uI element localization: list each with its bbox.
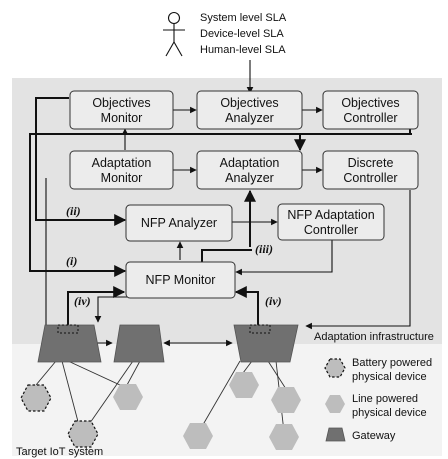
line-device-1-icon	[113, 384, 143, 410]
objectives-monitor-box: Objectives Monitor	[69, 90, 174, 130]
adaptation-monitor-line1: Adaptation	[92, 156, 152, 170]
adaptation-analyzer-box: Adaptation Analyzer	[196, 150, 303, 190]
battery-device-1-icon	[20, 384, 52, 412]
nfp-analyzer-label: NFP Analyzer	[141, 216, 217, 230]
adaptation-analyzer-line2: Analyzer	[225, 171, 274, 185]
path-label-ii: (ii)	[66, 204, 81, 218]
gateway-2-icon	[113, 324, 165, 363]
objectives-analyzer-line2: Analyzer	[225, 111, 274, 125]
legend-battery-icon	[324, 358, 346, 378]
connectors	[29, 60, 412, 347]
line-device-3-icon	[229, 372, 259, 398]
adaptation-monitor-box: Adaptation Monitor	[69, 150, 174, 190]
line-device-2-icon	[183, 423, 213, 449]
target-system-label: Target IoT system	[16, 446, 103, 458]
legend-gateway-label: Gateway	[352, 430, 396, 442]
battery-device-2-icon	[67, 420, 99, 448]
sla-system: System level SLA	[200, 12, 287, 24]
nfp-adaptation-controller-line2: Controller	[304, 223, 358, 237]
discrete-controller-box: Discrete Controller	[322, 150, 419, 190]
objectives-controller-line1: Objectives	[341, 96, 399, 110]
adaptation-monitor-line2: Monitor	[101, 171, 143, 185]
gateway-1-agent-port	[57, 324, 79, 334]
legend-line-line1: Line powered	[352, 393, 418, 405]
gateway-3-agent-port	[249, 324, 271, 334]
nfp-adaptation-controller-box: NFP Adaptation Controller	[277, 203, 385, 241]
legend: Battery powered physical device Line pow…	[324, 357, 432, 442]
sla-device: Device-level SLA	[200, 28, 284, 40]
user-actor-icon	[163, 11, 185, 57]
path-label-iv-left: (iv)	[74, 294, 91, 308]
path-label-iv-right: (iv)	[265, 294, 282, 308]
nfp-adaptation-controller-line1: NFP Adaptation	[287, 208, 374, 222]
legend-gateway-icon	[325, 427, 346, 442]
nfp-analyzer-box: NFP Analyzer	[125, 204, 233, 242]
adaptation-infrastructure-label: Adaptation infrastructure	[314, 331, 434, 343]
path-label-iii: (iii)	[255, 242, 273, 256]
legend-line-icon	[325, 395, 345, 413]
legend-line-line2: physical device	[352, 407, 427, 419]
sla-human: Human-level SLA	[200, 44, 286, 56]
nfp-monitor-box: NFP Monitor	[125, 261, 236, 299]
gateway-1-icon	[37, 324, 102, 363]
objectives-monitor-line2: Monitor	[101, 111, 143, 125]
path-label-i: (i)	[66, 254, 77, 268]
objectives-analyzer-box: Objectives Analyzer	[196, 90, 303, 130]
objectives-controller-box: Objectives Controller	[322, 90, 419, 130]
legend-battery-line2: physical device	[352, 371, 427, 383]
objectives-controller-line2: Controller	[343, 111, 397, 125]
discrete-controller-line2: Controller	[343, 171, 397, 185]
discrete-controller-line1: Discrete	[348, 156, 394, 170]
line-device-5-icon	[269, 424, 299, 450]
line-device-4-icon	[271, 387, 301, 413]
adaptation-analyzer-line1: Adaptation	[220, 156, 280, 170]
nfp-monitor-label: NFP Monitor	[146, 273, 216, 287]
legend-battery-line1: Battery powered	[352, 357, 432, 369]
objectives-analyzer-line1: Objectives	[220, 96, 278, 110]
objectives-monitor-line1: Objectives	[92, 96, 150, 110]
gateway-3-icon	[233, 324, 299, 363]
